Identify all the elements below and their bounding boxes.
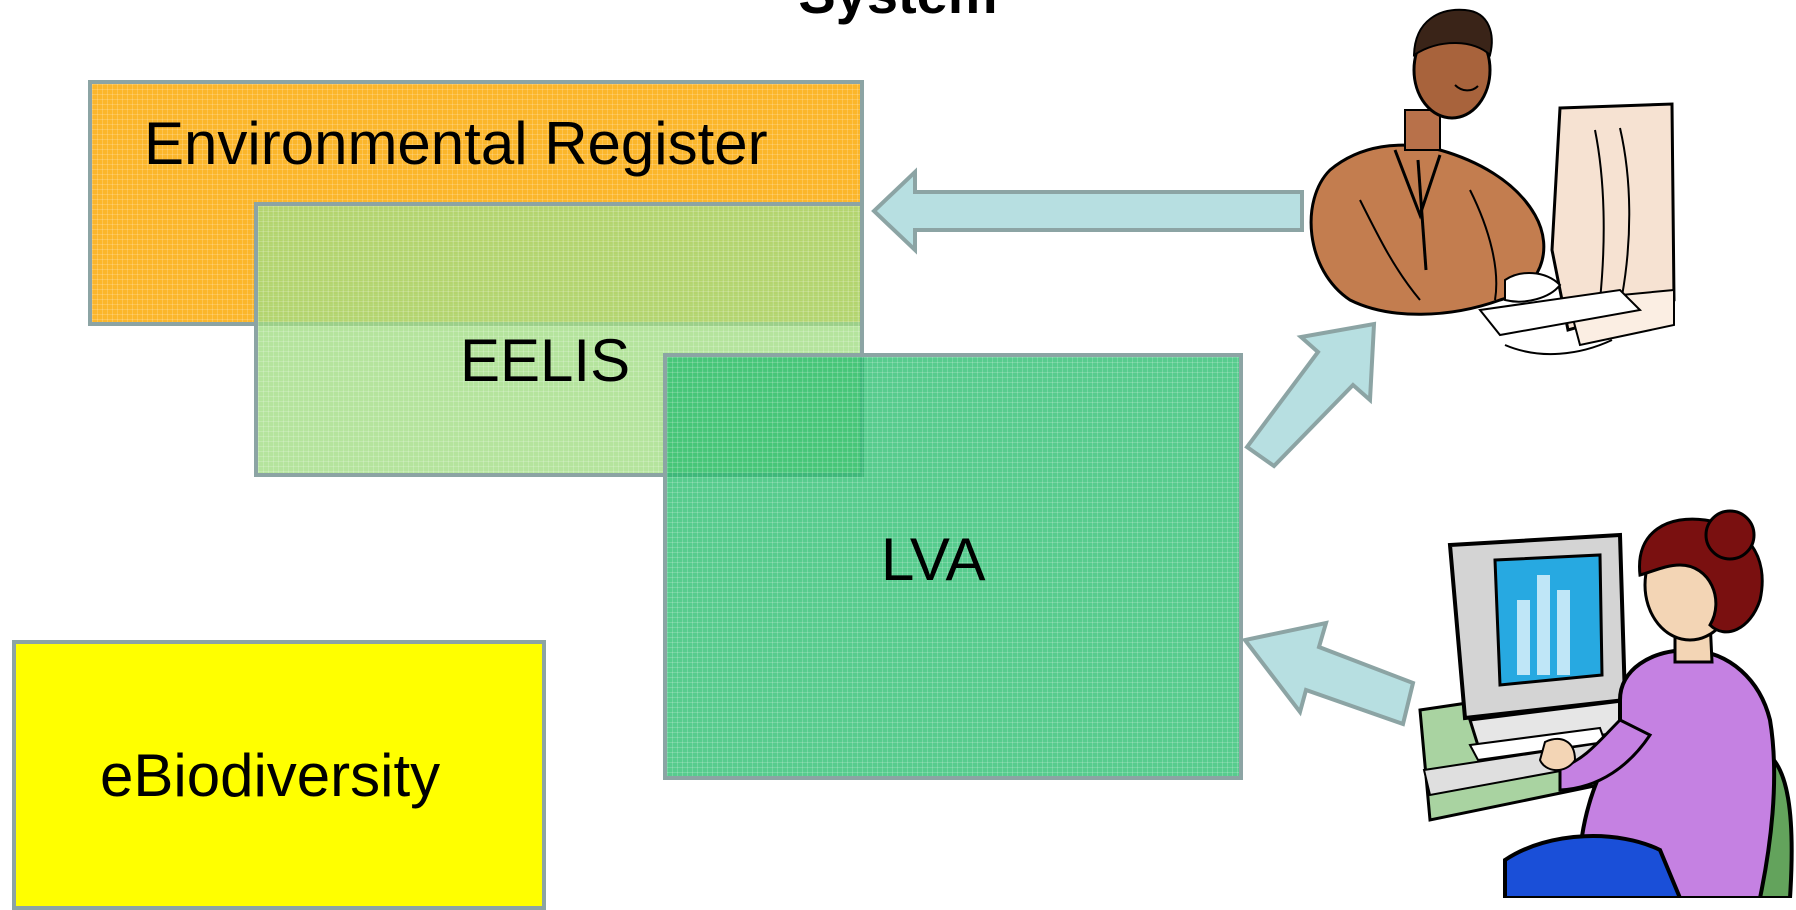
environmental-register-label: Environmental Register	[144, 110, 768, 177]
arrow-to-environmental-register	[871, 167, 1304, 255]
arrow-lva-to-man	[1244, 321, 1377, 469]
ebiodiversity-box: eBiodiversity	[12, 640, 546, 910]
ebiodiversity-label: eBiodiversity	[100, 742, 441, 809]
lva-label: LVA	[881, 526, 986, 593]
eelis-label: EELIS	[460, 327, 631, 394]
lva-box: LVA	[663, 353, 1243, 780]
arrow-woman-to-lva	[1241, 620, 1416, 727]
slide-title: System	[0, 0, 1796, 22]
